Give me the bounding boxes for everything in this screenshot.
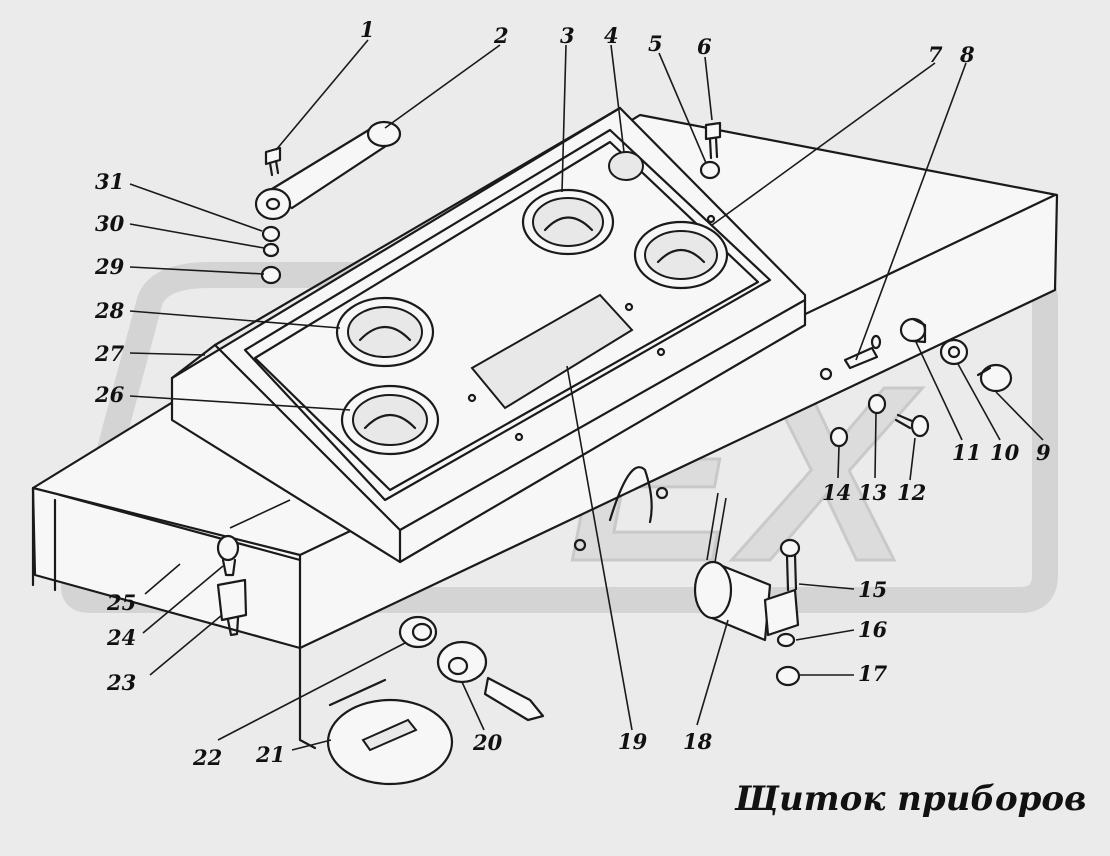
callout-16: 16 [858,617,888,642]
callout-21: 21 [255,742,285,767]
callout-5: 5 [648,31,663,56]
part-31-washer [261,225,281,243]
callout-1: 1 [360,17,375,42]
callout-19: 19 [618,729,648,754]
instrument-housing [170,106,807,564]
part-14-nut [829,426,849,448]
callout-25: 25 [106,590,136,615]
part-15-screw [779,538,801,592]
callout-labels: 1 2 3 4 5 6 7 8 9 10 11 12 13 14 15 16 1… [94,17,1051,770]
part-12-screw [894,413,930,438]
part-24-bulb [216,534,240,577]
part-10-nut [939,338,969,366]
callout-24: 24 [106,625,136,650]
callout-15: 15 [858,577,887,602]
part-13-washer [867,393,887,415]
part-17-nut [775,665,801,687]
part-18-cylinder [693,560,800,642]
callout-27: 27 [94,341,125,366]
part-1-screw [264,146,282,177]
part-11-bushing [899,317,927,344]
gauge-28 [335,296,435,368]
gauge-26 [340,384,440,456]
part-2-strap [254,120,402,221]
callout-18: 18 [683,729,713,754]
callout-8: 8 [959,42,975,67]
callout-20: 20 [472,730,503,755]
part-30-washer [262,242,280,258]
part-20-ignition-lock [436,640,545,722]
part-22-connector [398,615,438,649]
callout-9: 9 [1036,440,1051,465]
callout-28: 28 [94,298,125,323]
callout-6: 6 [697,34,712,59]
callout-4: 4 [604,23,619,48]
key-icon [483,676,545,722]
callout-30: 30 [95,211,125,236]
leader-lines [129,39,1044,751]
display-window [470,293,634,410]
callout-13: 13 [858,480,887,505]
callout-23: 23 [106,670,136,695]
part-9-cap [976,363,1013,393]
gauge-3 [521,188,615,256]
gauge-7 [633,220,729,290]
callout-12: 12 [897,480,926,505]
part-5-nut [699,160,721,180]
callout-26: 26 [94,382,125,407]
part-21-cover [326,698,454,786]
part-16-washer [776,632,796,648]
indicator-lamp-4 [608,151,644,181]
diagram-title: Щиток приборов [734,779,1086,819]
callout-17: 17 [858,661,888,686]
callout-3: 3 [560,23,575,48]
part-23-socket [216,578,248,637]
part-6-screw [704,121,722,160]
callout-29: 29 [94,254,125,279]
callout-10: 10 [990,440,1020,465]
callout-2: 2 [493,23,509,48]
callout-14: 14 [822,480,851,505]
part-29-nut [260,265,282,285]
callout-11: 11 [952,440,981,465]
part-8-switch [843,334,882,370]
callout-7: 7 [928,42,943,67]
callout-22: 22 [192,745,222,770]
callout-31: 31 [95,169,124,194]
